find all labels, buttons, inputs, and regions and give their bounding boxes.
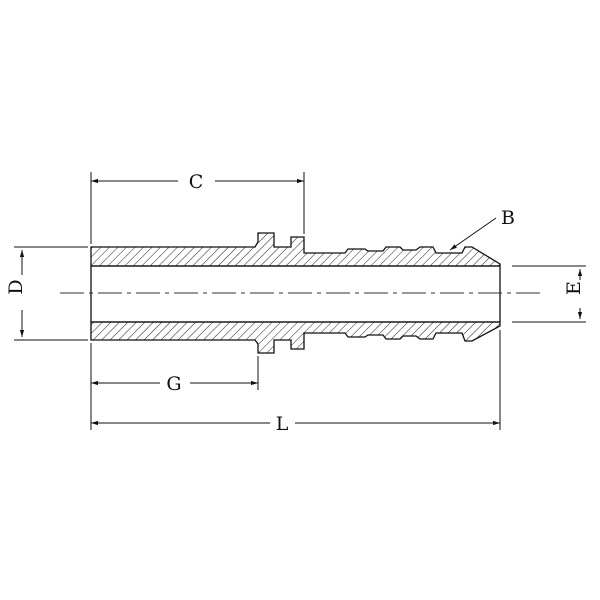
label-c: C bbox=[189, 171, 204, 193]
label-g: G bbox=[166, 373, 181, 395]
dimension-e: E bbox=[512, 265, 586, 323]
top-wall-section bbox=[90, 232, 501, 267]
label-d: D bbox=[5, 279, 27, 294]
dimension-g: G bbox=[90, 343, 259, 395]
dimension-d: D bbox=[5, 246, 88, 341]
dimension-b: B bbox=[449, 207, 515, 251]
dimension-c: C bbox=[90, 171, 305, 244]
label-l: L bbox=[276, 413, 289, 435]
bottom-wall-section bbox=[90, 321, 501, 354]
label-e: E bbox=[563, 281, 585, 295]
label-b: B bbox=[501, 207, 515, 229]
dimension-l: L bbox=[90, 330, 501, 435]
